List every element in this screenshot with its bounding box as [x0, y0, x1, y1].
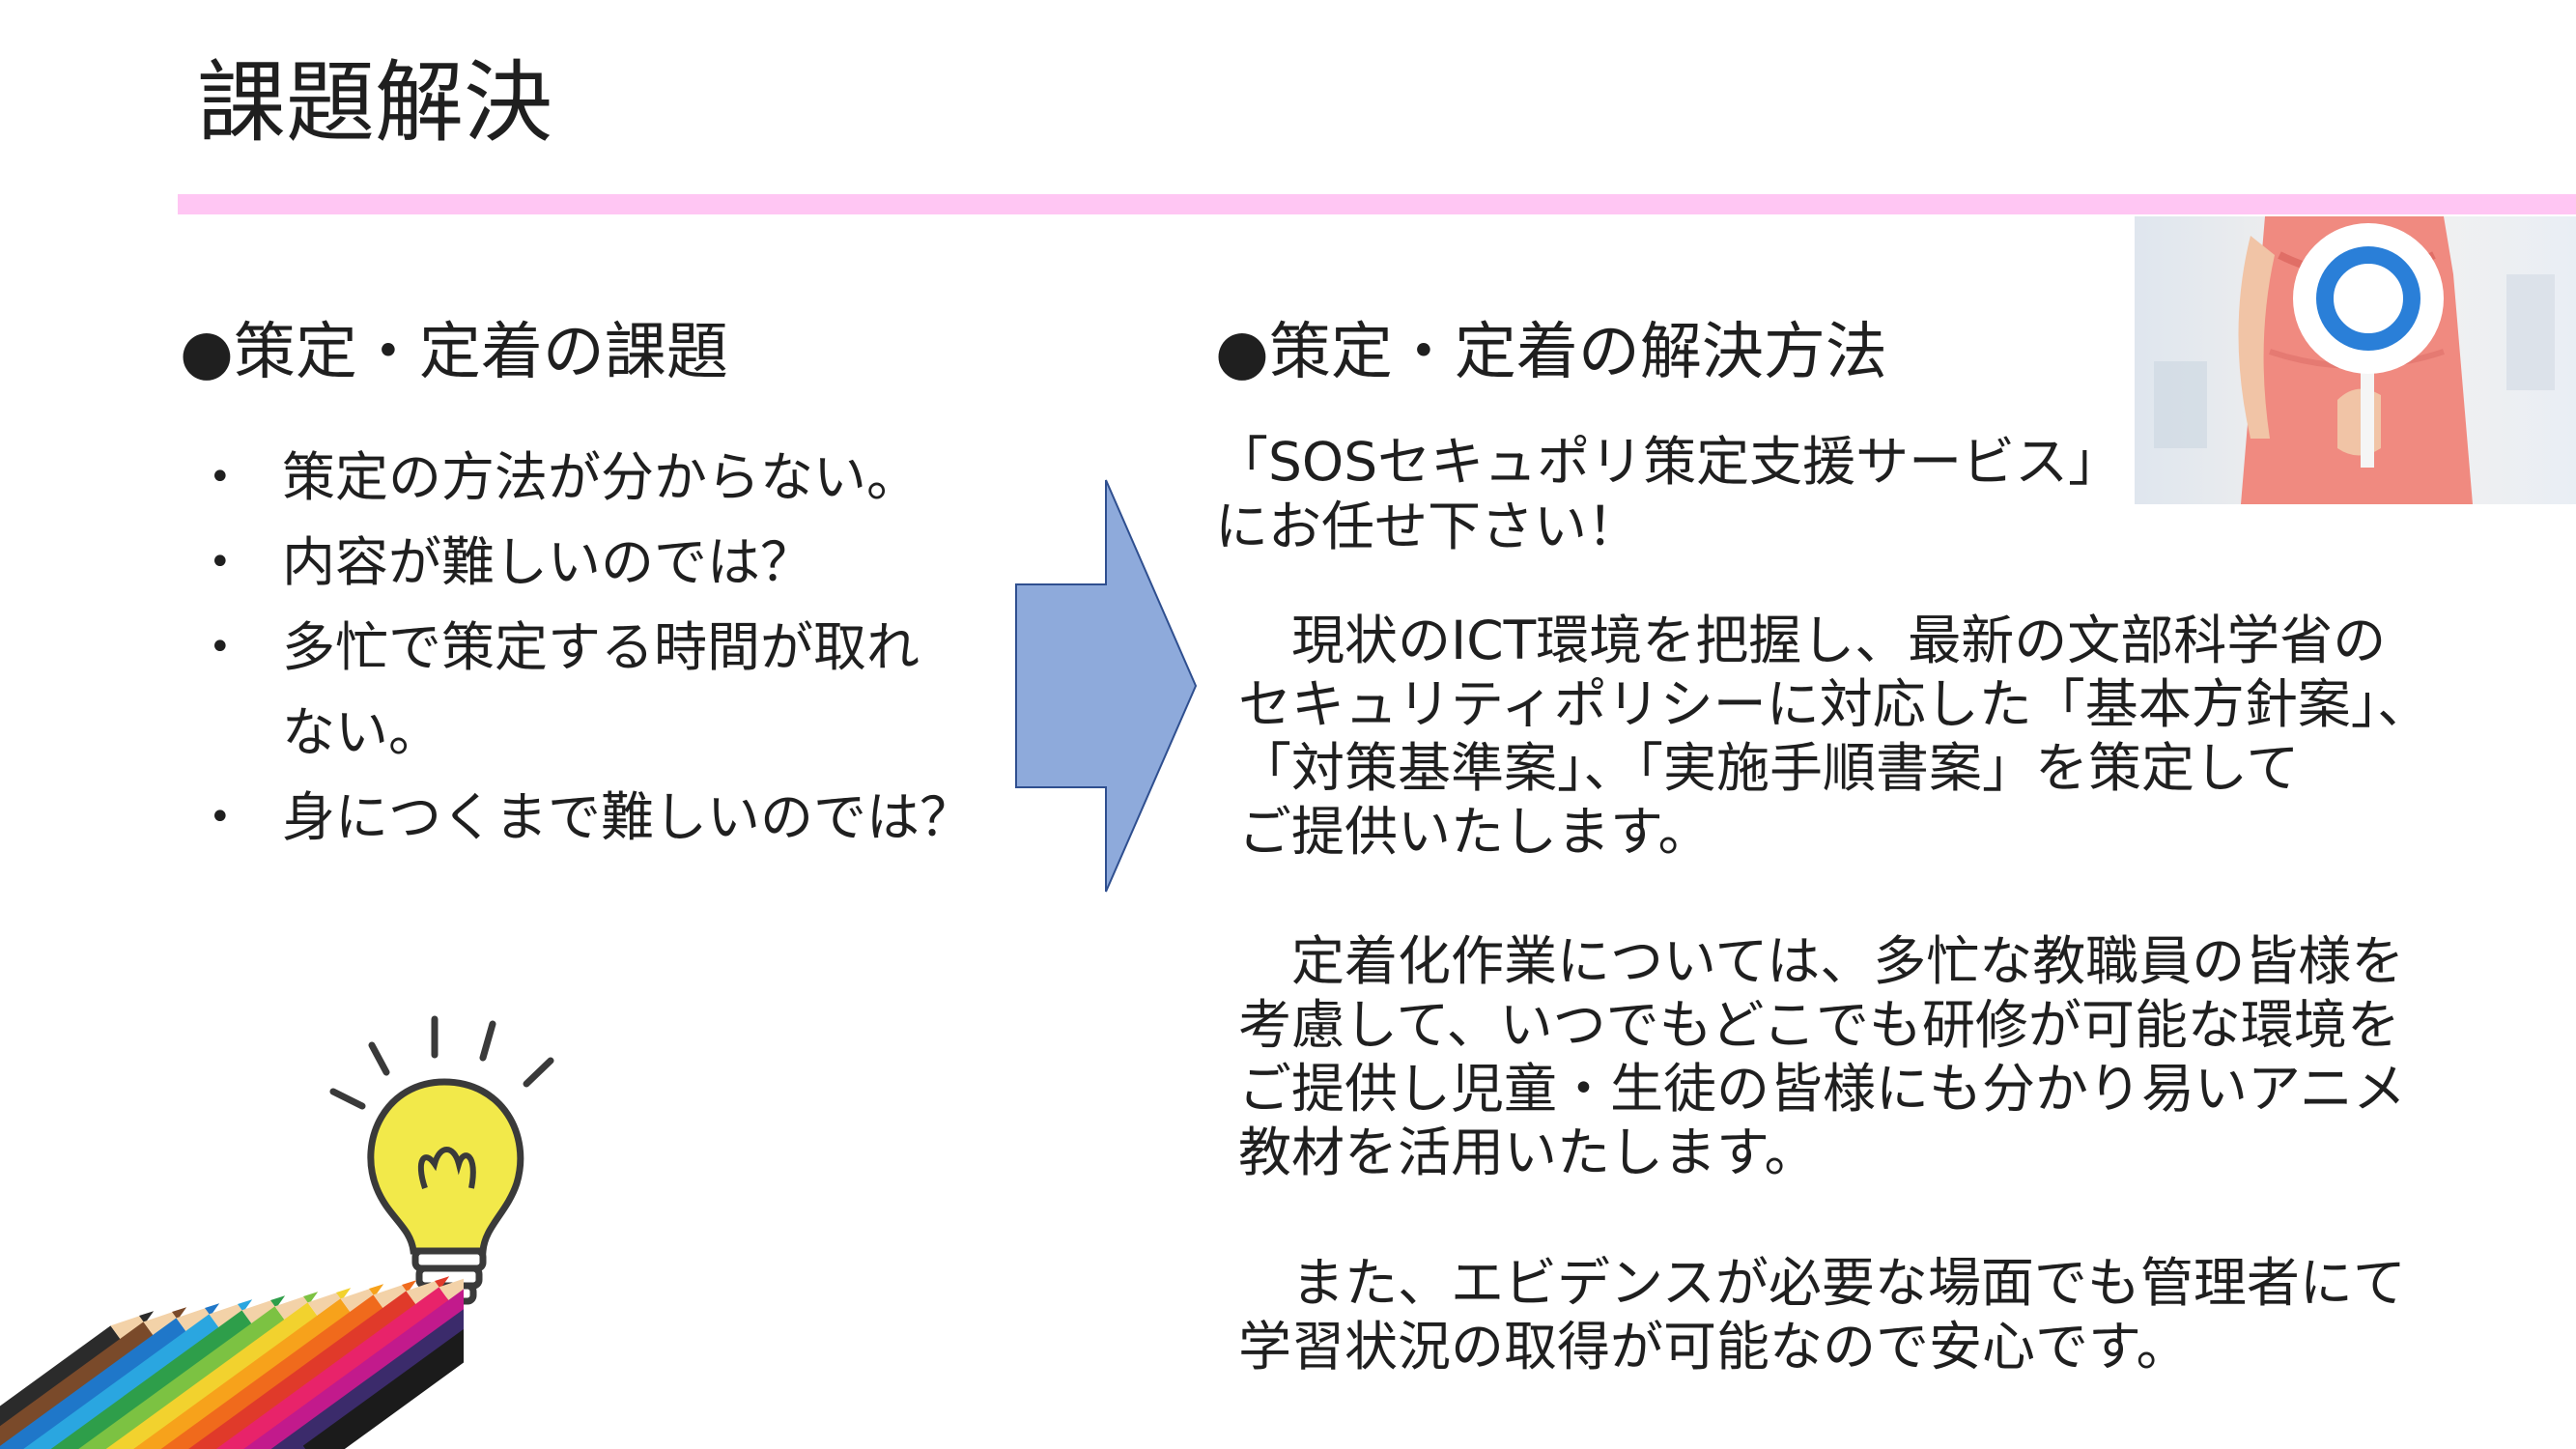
issue-line: 身につくまで難しいのでは？	[282, 786, 974, 848]
list-item: • 身につくまで難しいのでは？	[197, 775, 1008, 860]
issue-line: 策定の方法が分からない。	[282, 446, 920, 508]
paragraph-training: 定着化作業については、多忙な教職員の皆様を 考慮して、いつでもどこでも研修が可能…	[1238, 929, 2484, 1184]
pencil	[302, 1275, 464, 1449]
paragraph-policy: 現状のICT環境を把握し、最新の文部科学省の セキュリティポリシーに対応した「基…	[1238, 609, 2484, 864]
paragraph-line: セキュリティポリシーに対応した「基本方針案」、	[1238, 673, 2431, 735]
entrust-text: にお任せ下さい！	[1215, 496, 1641, 557]
list-item: • 多忙で策定する時間が取れ ない。	[197, 605, 1008, 775]
right-arrow-icon	[1015, 479, 1198, 893]
paragraph-line: ご提供いたします。	[1238, 801, 1712, 863]
bullet-icon: •	[209, 795, 232, 839]
lightbulb-icon	[329, 1015, 554, 1305]
paragraph-line: 学習状況の取得が可能なので安心です。	[1238, 1316, 2190, 1378]
paragraph-line: また、エビデンスが必要な場面でも管理者にて	[1238, 1252, 2406, 1314]
bullet-icon: •	[209, 540, 232, 584]
bullet-icon: •	[209, 455, 232, 499]
issues-list: • 策定の方法が分からない。 • 内容が難しいのでは？ • 多忙で策定する時間が…	[197, 435, 1008, 860]
list-item: • 内容が難しいのでは？	[197, 520, 1008, 605]
paragraph-line: ご提供し児童・生徒の皆様にも分かり易いアニメ	[1238, 1058, 2406, 1120]
paragraph-line: 「対策基準案」、「実施手順書案」を策定して	[1238, 737, 2300, 799]
solutions-heading: ●策定・定着の解決方法	[1215, 317, 1887, 388]
colored-pencils-illustration	[0, 1272, 464, 1449]
page-title: 課題解決	[197, 51, 553, 155]
issue-line: 多忙で策定する時間が取れ	[282, 616, 920, 678]
issues-heading: ●策定・定着の課題	[180, 317, 728, 388]
paragraph-line: 定着化作業については、多忙な教職員の皆様を	[1238, 930, 2405, 992]
pencil	[269, 1279, 464, 1449]
paragraph-line: 教材を活用いたします。	[1238, 1122, 1818, 1183]
list-item: • 策定の方法が分からない。	[197, 435, 1008, 520]
paragraph-line: 考慮して、いつでもどこでも研修が可能な環境を	[1238, 994, 2400, 1056]
paragraph-line: 現状のICT環境を把握し、最新の文部科学省の	[1238, 610, 2387, 671]
title-accent-bar	[178, 194, 2576, 214]
pencil	[237, 1283, 464, 1449]
child-holding-circle-sign-photo	[2135, 216, 2576, 504]
bullet-icon: •	[209, 625, 232, 669]
issue-line: 内容が難しいのでは？	[282, 531, 814, 593]
service-name: 「SOSセキュポリ策定支援サービス」	[1215, 431, 2122, 493]
issue-line: ない。	[282, 701, 442, 763]
paragraph-evidence: また、エビデンスが必要な場面でも管理者にて 学習状況の取得が可能なので安心です。	[1238, 1251, 2484, 1378]
